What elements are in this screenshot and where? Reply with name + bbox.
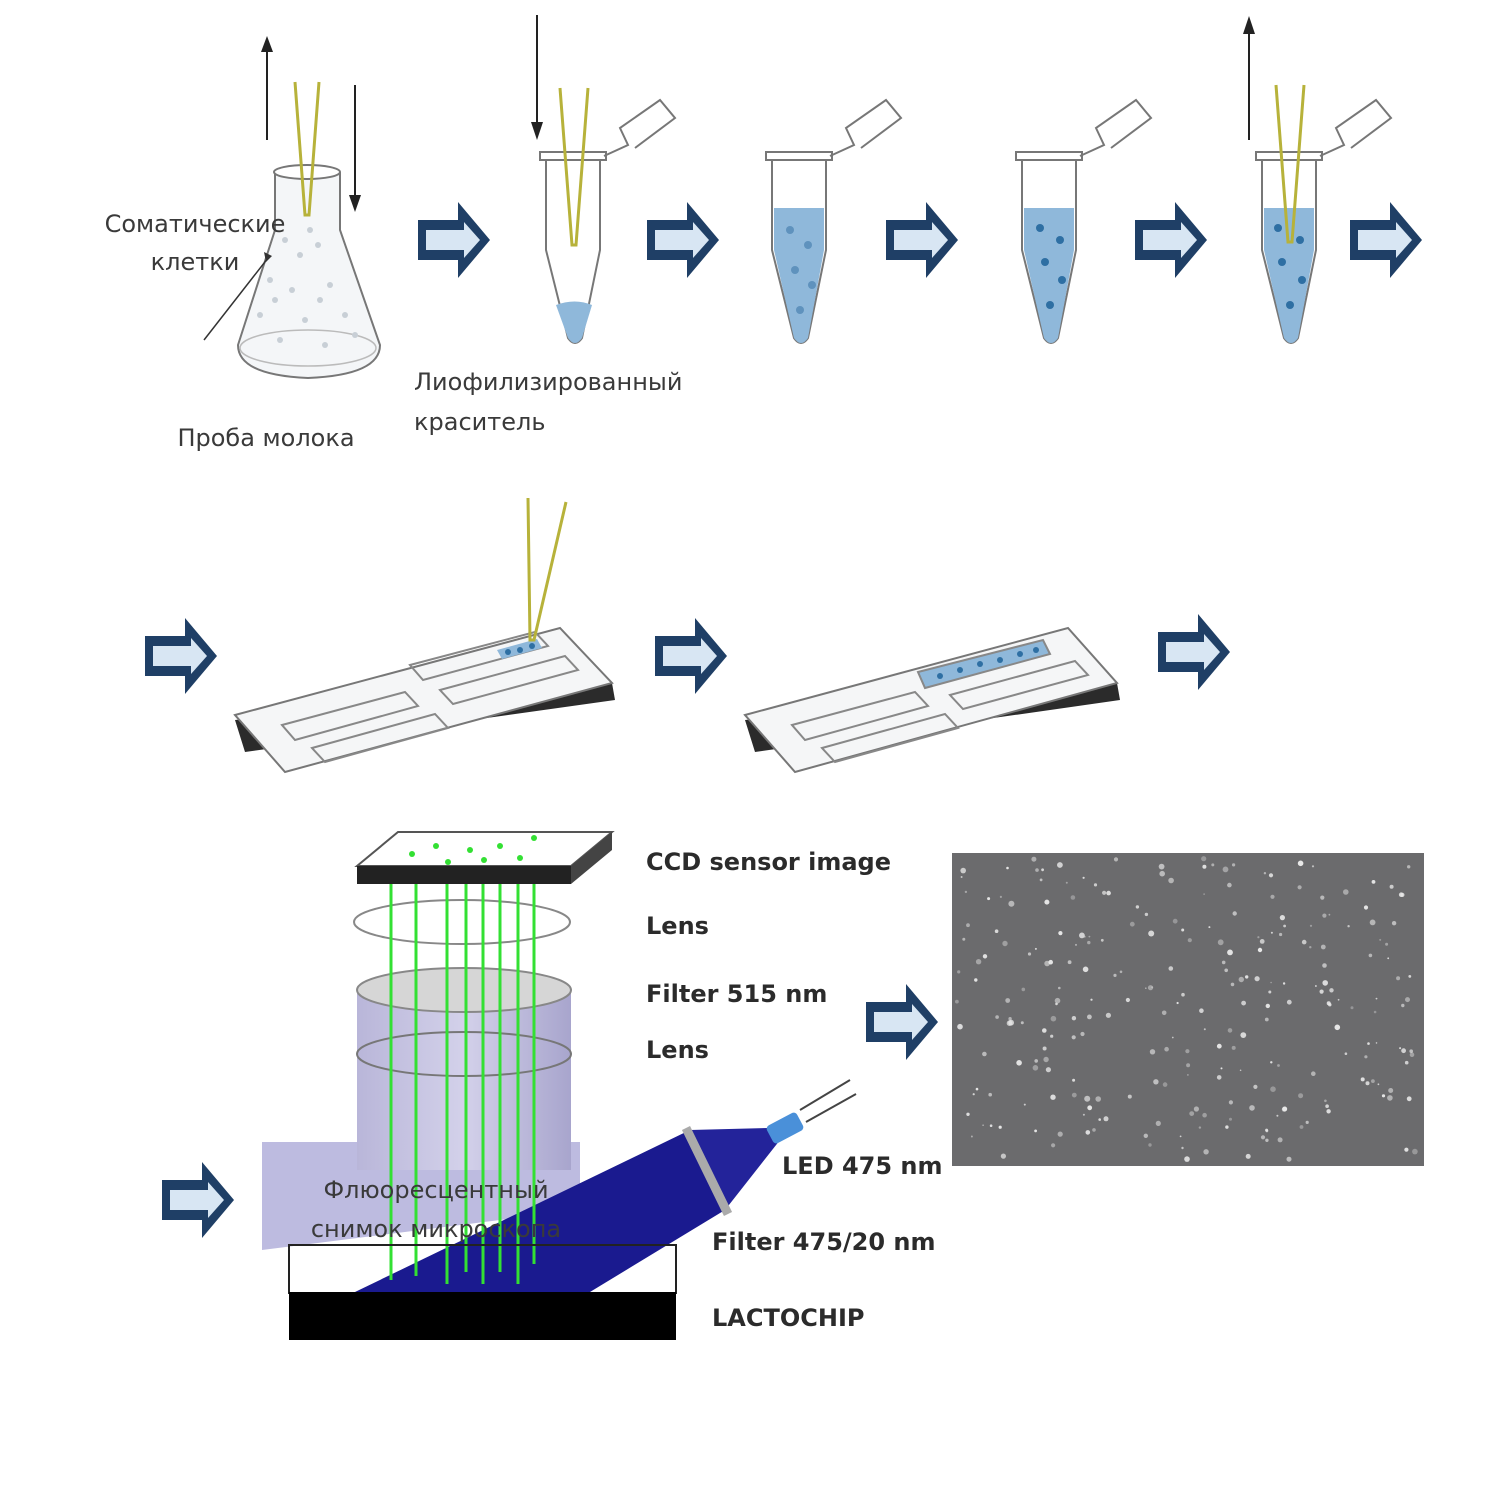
tube-stained bbox=[1015, 98, 1153, 344]
lactochip-loading bbox=[233, 497, 615, 774]
process-arrow-9 bbox=[162, 1162, 234, 1238]
process-arrow-7 bbox=[655, 618, 727, 694]
led-label: LED 475 nm bbox=[782, 1152, 943, 1180]
somatic-cells-label-1: Соматические bbox=[105, 210, 286, 238]
lens-bottom-label: Lens bbox=[646, 1036, 709, 1064]
process-arrow-3 bbox=[886, 202, 958, 278]
process-arrow-2 bbox=[647, 202, 719, 278]
tube-mixing bbox=[765, 98, 903, 344]
ccd-label: CCD sensor image bbox=[646, 848, 891, 876]
milk-flask bbox=[203, 36, 382, 380]
lens-top-label: Lens bbox=[646, 912, 709, 940]
lactochip-label: LACTOCHIP bbox=[712, 1304, 864, 1332]
process-arrow-1 bbox=[418, 202, 490, 278]
microscope-optics bbox=[262, 831, 857, 1340]
somatic-cells-label-2: клетки bbox=[151, 248, 240, 276]
process-arrow-8 bbox=[1158, 614, 1230, 690]
lactochip-filled bbox=[743, 626, 1120, 774]
dye-label-1: Лиофилизированный bbox=[414, 368, 682, 396]
fluorescent-micrograph bbox=[952, 853, 1424, 1166]
dye-label-2: краситель bbox=[414, 408, 545, 436]
milk-sample-label: Проба молока bbox=[177, 424, 354, 452]
process-arrow-4 bbox=[1135, 202, 1207, 278]
process-arrow-10 bbox=[866, 984, 938, 1060]
filter-475-label: Filter 475/20 nm bbox=[712, 1228, 936, 1256]
process-arrow-6 bbox=[145, 618, 217, 694]
tube-dye bbox=[531, 15, 677, 344]
fluorescent-label-2: снимок микроскопа bbox=[311, 1215, 561, 1243]
tube-sampling bbox=[1243, 16, 1393, 344]
fluorescent-label-1: Флюоресцентный bbox=[323, 1176, 548, 1204]
process-arrow-5 bbox=[1350, 202, 1422, 278]
filter-515-label: Filter 515 nm bbox=[646, 980, 827, 1008]
